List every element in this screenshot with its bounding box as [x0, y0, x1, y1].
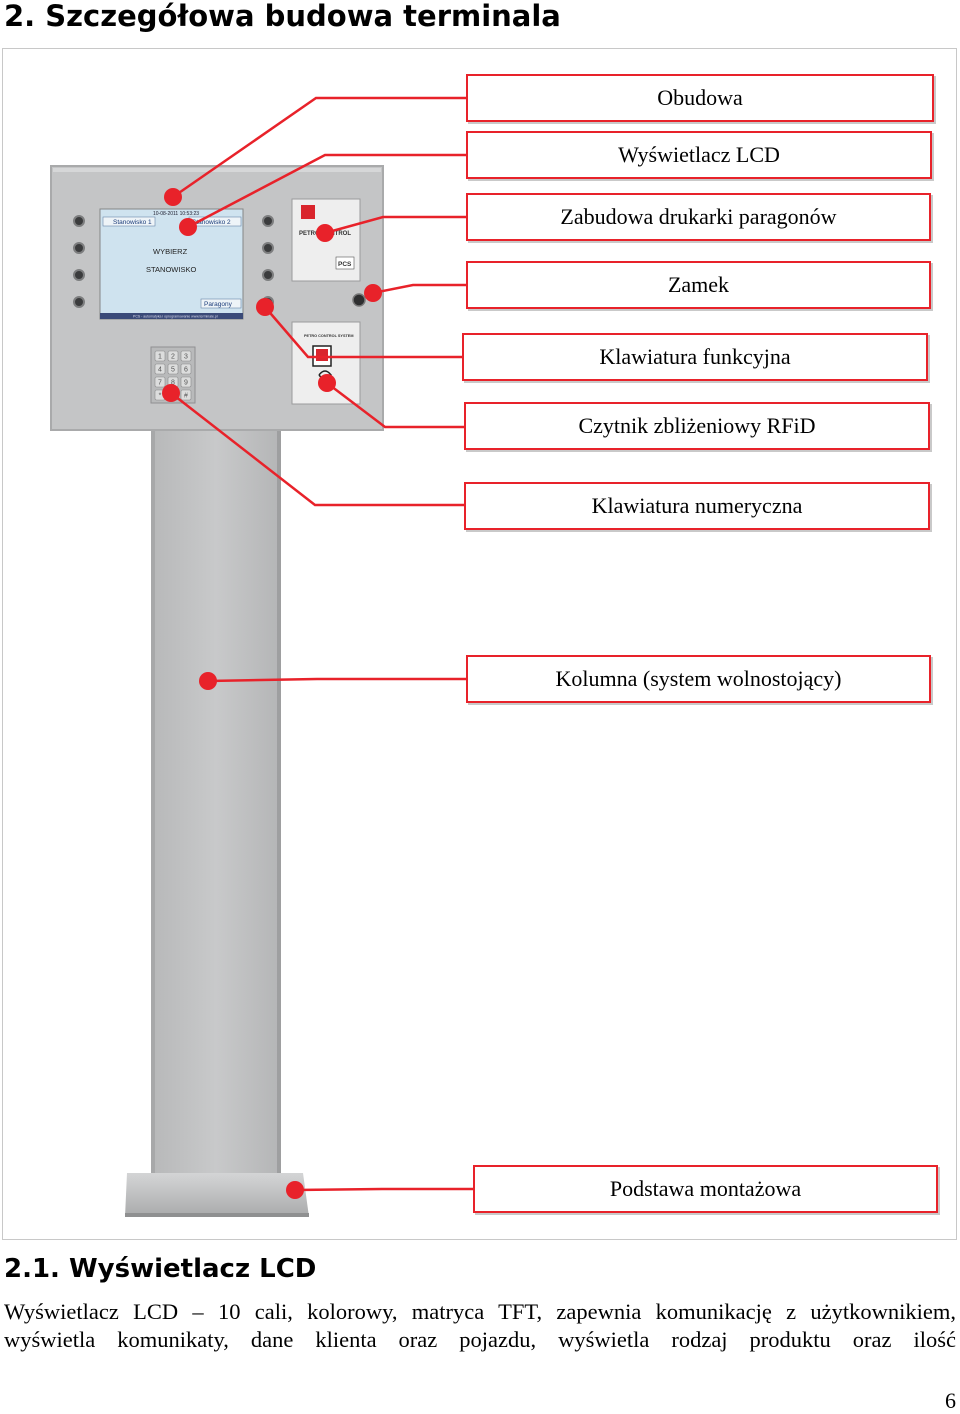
callout-dots	[162, 188, 382, 1199]
screen-receipts: Paragony	[204, 301, 233, 308]
column	[151, 429, 281, 1189]
screen-datetime: 10-08-2011 10:53:23	[153, 211, 199, 217]
leader-drukarka	[324, 215, 466, 235]
section-paragraph: Wyświetlacz LCD – 10 cali, kolorowy, mat…	[4, 1298, 956, 1354]
printer-logo: PCS	[338, 261, 352, 268]
screen-line-1: WYBIERZ	[153, 247, 188, 256]
callout-dot	[364, 284, 382, 302]
keypad-key[interactable]	[154, 363, 166, 375]
keypad-key[interactable]	[154, 350, 166, 362]
callout-dot	[316, 224, 334, 242]
label-podstawa: Podstawa montażowa	[473, 1165, 938, 1213]
terminal-illustration: 10-08-2011 10:53:23 Stanowisko 1 Stanowi…	[50, 96, 473, 1217]
label-zabudowa-drukarki: Zabudowa drukarki paragonów	[466, 193, 931, 241]
keypad-key[interactable]	[180, 389, 192, 401]
leader-obudowa	[172, 96, 466, 199]
keypad-key-label: 3	[184, 354, 188, 361]
callout-dot	[286, 1181, 304, 1199]
terminal-diagram: 10-08-2011 10:53:23 Stanowisko 1 Stanowi…	[2, 48, 957, 1240]
keypad-key[interactable]	[180, 376, 192, 388]
callout-dot	[162, 384, 180, 402]
keypad-key-label: 9	[184, 380, 188, 387]
mounting-base	[125, 1173, 309, 1217]
page-heading: 2. Szczegółowa budowa terminala	[4, 0, 561, 33]
label-obudowa: Obudowa	[466, 74, 934, 122]
callout-dot	[318, 374, 336, 392]
keypad-key-label: #	[184, 393, 188, 400]
keypad-key[interactable]	[167, 363, 179, 375]
callout-dot	[199, 672, 217, 690]
leader-kolumna	[207, 677, 466, 683]
label-czytnik-rfid: Czytnik zbliżeniowy RFiD	[464, 402, 930, 450]
keypad-key-label: 6	[184, 367, 188, 374]
label-kolumna: Kolumna (system wolnostojący)	[466, 655, 931, 703]
screen-footer: PCS - automatyka i oprogramowanie www.te…	[133, 315, 218, 319]
function-buttons-left	[73, 215, 85, 308]
keypad-key-label: *	[159, 393, 162, 400]
keypad-key[interactable]	[180, 363, 192, 375]
leader-zamek	[372, 283, 466, 295]
page-number: 6	[945, 1388, 956, 1413]
paragraph-line-1: Wyświetlacz LCD – 10 cali, kolorowy, mat…	[4, 1299, 956, 1324]
label-klawiatura-numeryczna: Klawiatura numeryczna	[464, 482, 930, 530]
leader-klawiatura-funkcyjna	[264, 306, 462, 359]
keypad-key[interactable]	[167, 350, 179, 362]
lock	[352, 293, 366, 307]
callout-dot	[164, 188, 182, 206]
leader-podstawa	[294, 1187, 473, 1192]
keypad-key-label: 4	[158, 367, 162, 374]
section-heading: 2.1. Wyświetlacz LCD	[4, 1254, 317, 1284]
screen-station-1: Stanowisko 1	[113, 219, 152, 226]
paragraph-line-2: wyświetla komunikaty, dane klienta oraz …	[4, 1327, 956, 1352]
leader-klawiatura-numeryczna	[170, 392, 464, 507]
keypad-key-label: 5	[171, 367, 175, 374]
screen-station-2: Stanowisko 2	[192, 219, 231, 226]
leader-rfid	[326, 382, 464, 429]
leader-lcd	[187, 153, 466, 229]
keypad-key[interactable]	[154, 376, 166, 388]
keypad-key-label: 7	[158, 380, 162, 387]
label-zamek: Zamek	[466, 261, 931, 309]
keypad-key-label: 8	[171, 380, 175, 387]
label-wyswietlacz-lcd: Wyświetlacz LCD	[466, 131, 932, 179]
rfid-brand: PETRO CONTROL SYSTEM	[304, 334, 354, 338]
callout-lines	[170, 96, 473, 1192]
label-klawiatura-funkcyjna: Klawiatura funkcyjna	[462, 333, 928, 381]
callout-dot	[179, 218, 197, 236]
keypad-key-label: 1	[158, 354, 162, 361]
keypad-key-label: 2	[171, 354, 175, 361]
keypad-key[interactable]	[180, 350, 192, 362]
callout-dot	[256, 298, 274, 316]
screen-line-2: STANOWISKO	[146, 265, 196, 274]
